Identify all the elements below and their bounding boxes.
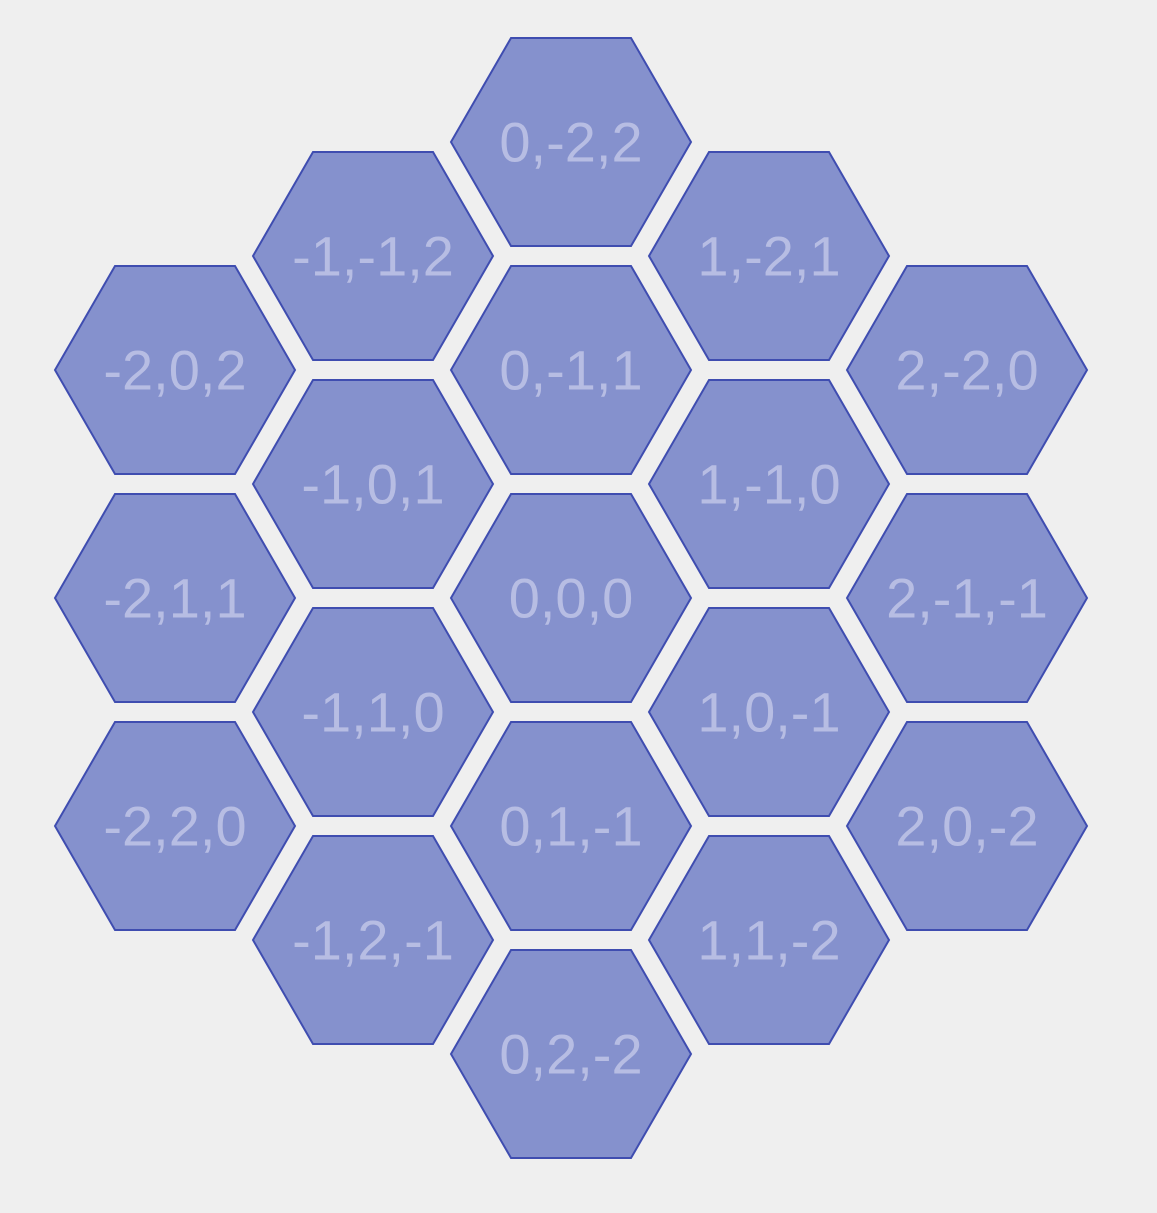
hex-cell: 1,1,-2 (647, 835, 891, 1045)
hexagon-shape (251, 379, 495, 589)
hexagon-shape (647, 835, 891, 1045)
hex-coordinate-label: 1,1,-2 (697, 909, 840, 972)
hexagon-shape (251, 607, 495, 817)
hex-coordinate-label: 1,-1,0 (697, 453, 840, 516)
hex-cell: 2,-1,-1 (845, 493, 1089, 703)
hex-cell: 0,1,-1 (449, 721, 693, 931)
hexagon-shape (449, 949, 693, 1159)
hex-cell: -1,2,-1 (251, 835, 495, 1045)
hex-cell: -1,0,1 (251, 379, 495, 589)
hex-coordinate-label: -2,0,2 (103, 339, 246, 402)
hex-coordinate-label: 2,-2,0 (895, 339, 1038, 402)
hex-coordinate-label: -1,1,0 (301, 681, 444, 744)
hexagon-shape (449, 37, 693, 247)
hexagon-shape (647, 379, 891, 589)
hex-cell: -1,-1,2 (251, 151, 495, 361)
hex-cell: 1,-1,0 (647, 379, 891, 589)
hex-coordinate-label: 0,1,-1 (499, 795, 642, 858)
hex-cell: 0,-2,2 (449, 37, 693, 247)
hex-cell: 0,2,-2 (449, 949, 693, 1159)
hexagon-shape (53, 721, 297, 931)
hex-coordinate-label: 0,2,-2 (499, 1023, 642, 1086)
hexagon-shape (845, 721, 1089, 931)
hex-cell: -1,1,0 (251, 607, 495, 817)
hex-coordinate-label: -1,0,1 (301, 453, 444, 516)
hex-cell: 0,0,0 (449, 493, 693, 703)
hex-coordinate-label: -2,2,0 (103, 795, 246, 858)
hex-cell: 2,0,-2 (845, 721, 1089, 931)
hex-cell: 2,-2,0 (845, 265, 1089, 475)
hex-cell: 1,-2,1 (647, 151, 891, 361)
hex-cell: 0,-1,1 (449, 265, 693, 475)
hexagon-shape (449, 265, 693, 475)
hexagon-shape (251, 835, 495, 1045)
hex-coordinate-label: 0,0,0 (509, 567, 634, 630)
hex-coordinate-label: 0,-1,1 (499, 339, 642, 402)
hex-coordinate-label: -2,1,1 (103, 567, 246, 630)
hex-coordinate-label: -1,-1,2 (292, 225, 454, 288)
hexagon-shape (251, 151, 495, 361)
hexagon-shape (449, 721, 693, 931)
hexagon-shape (845, 493, 1089, 703)
hexagon-shape (647, 607, 891, 817)
hex-coordinate-label: -1,2,-1 (292, 909, 454, 972)
hex-cell: -2,0,2 (53, 265, 297, 475)
hexagon-shape (647, 151, 891, 361)
hex-coordinate-label: 1,0,-1 (697, 681, 840, 744)
hexagon-shape (845, 265, 1089, 475)
hex-cell: -2,2,0 (53, 721, 297, 931)
hexagon-shape (53, 493, 297, 703)
hexagon-shape (449, 493, 693, 703)
hex-coordinate-label: 0,-2,2 (499, 111, 642, 174)
hex-cell: -2,1,1 (53, 493, 297, 703)
hex-coordinate-label: 1,-2,1 (697, 225, 840, 288)
hexagon-shape (53, 265, 297, 475)
hex-cell: 1,0,-1 (647, 607, 891, 817)
hex-coordinate-label: 2,-1,-1 (886, 567, 1048, 630)
hex-coordinate-label: 2,0,-2 (895, 795, 1038, 858)
